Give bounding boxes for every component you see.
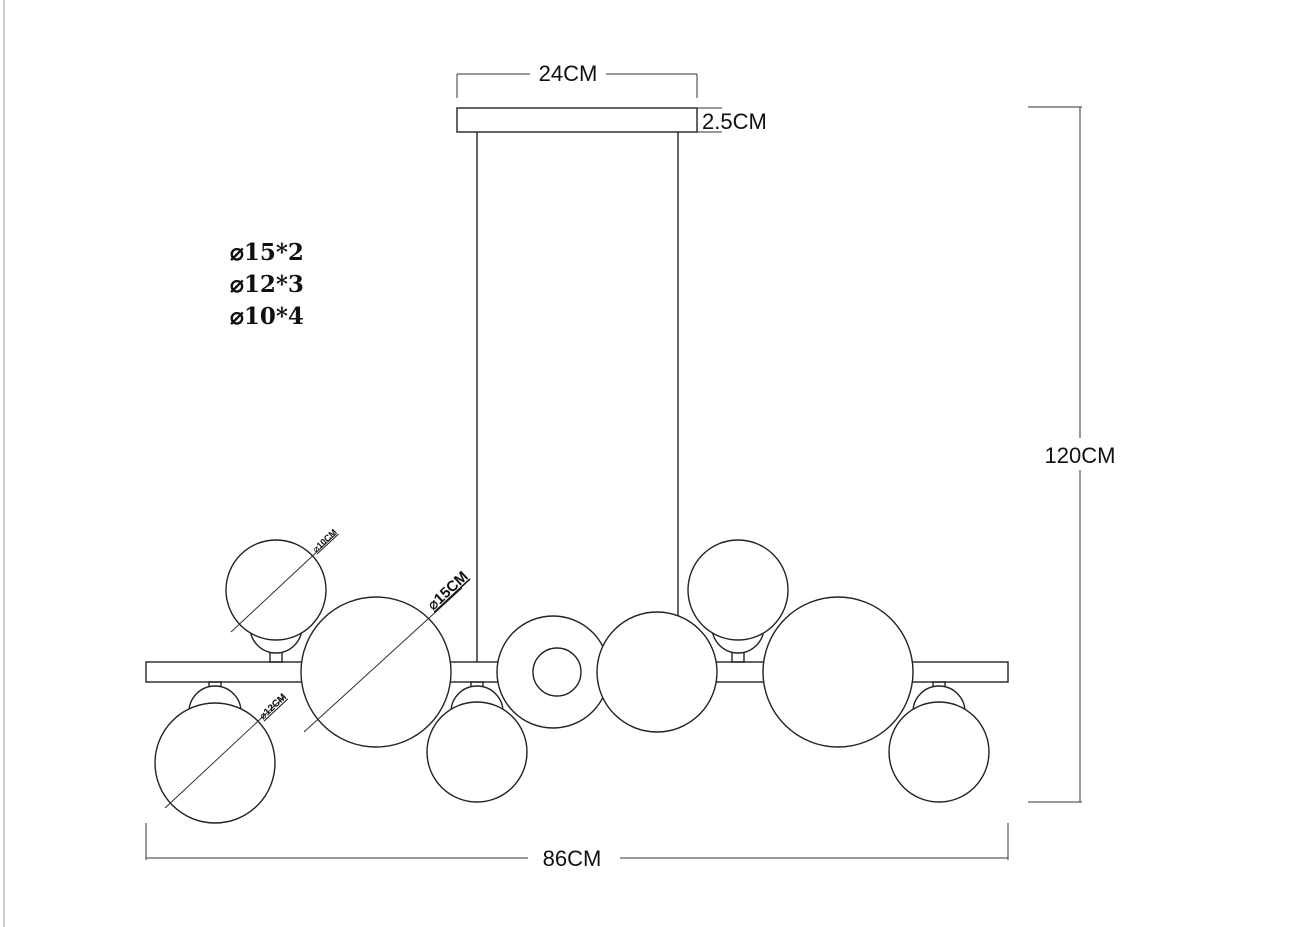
- globe-spec-item: ⌀10*4: [230, 303, 304, 330]
- total-height-dimension: 120CM: [1028, 106, 1116, 803]
- globe-small: [687, 539, 789, 641]
- globe-small-diameter-label: ⌀10CM: [311, 527, 339, 554]
- globe-large: [300, 596, 452, 748]
- globe-medium-diameter-label: ⌀12CM: [258, 692, 289, 722]
- total-width-dimension: 86CM: [145, 823, 1009, 871]
- globe-medium: [154, 702, 276, 824]
- globe-spec-list: ⌀15*2 ⌀12*3 ⌀10*4: [230, 239, 304, 330]
- globe-medium: [596, 611, 718, 733]
- total-width-label: 86CM: [543, 846, 602, 871]
- globe-spec-item: ⌀15*2: [230, 239, 304, 266]
- globe-backplate: [496, 615, 610, 729]
- canopy-height-dimension: 2.5CM: [697, 107, 767, 134]
- globe-small: [888, 701, 990, 803]
- backplate-hub: [532, 647, 582, 697]
- globe-large: [762, 596, 914, 748]
- globe-spec-item: ⌀12*3: [230, 271, 304, 298]
- canopy-plate: [456, 107, 698, 133]
- canopy-width-dimension: 24CM: [456, 61, 698, 98]
- canopy-width-label: 24CM: [539, 61, 598, 86]
- globe-small: [426, 701, 528, 803]
- total-height-label: 120CM: [1045, 443, 1116, 468]
- canopy-height-label: 2.5CM: [702, 109, 767, 134]
- globe-large-diameter-label: ⌀15CM: [424, 568, 471, 614]
